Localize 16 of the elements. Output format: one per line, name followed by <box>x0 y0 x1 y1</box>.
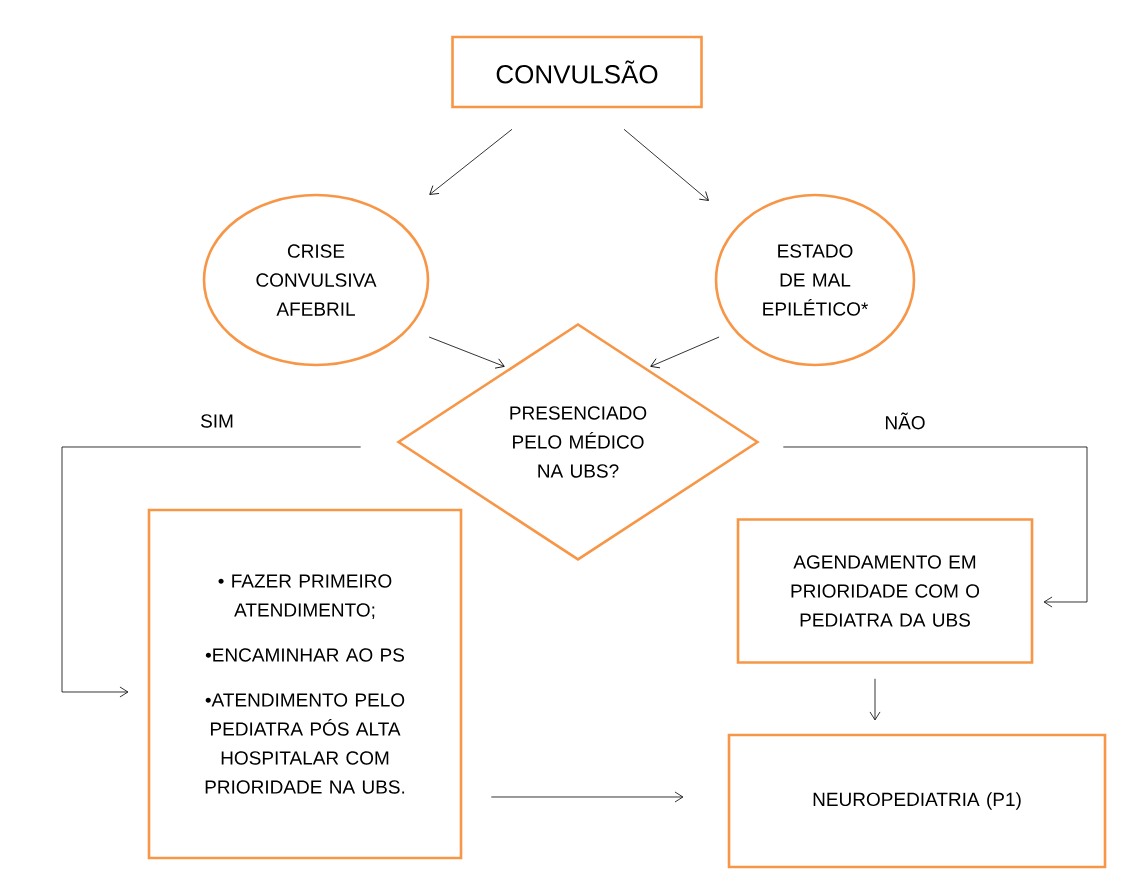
ellipse-node: CRISE CONVULSIVA AFEBRIL <box>202 193 430 367</box>
process-box: NEUROPEDIATRIA (P1) <box>727 733 1107 869</box>
process-box: AGENDAMENTO EM PRIORIDADE COM O PEDIATRA DA UBS <box>736 518 1034 664</box>
arrow <box>623 128 709 201</box>
arrow <box>429 128 513 195</box>
edge-label: SIM <box>198 412 236 430</box>
process-box: • FAZER PRIMEIRO ATENDIMENTO; •ENCAMINHAR AO PS •ATENDIMENTO PELO PEDIATRA PÓS ALTA HOSPITALAR COM PRIORIDADE NA UBS. <box>147 508 463 860</box>
edge-label: NÃO <box>882 410 928 432</box>
arrow <box>650 336 720 369</box>
arrow <box>428 336 505 369</box>
arrow <box>782 446 1088 608</box>
process-box: CONVULSÃO <box>451 35 703 109</box>
arrow <box>869 678 881 721</box>
arrow <box>490 791 684 803</box>
ellipse-node: ESTADO DE MAL EPILÉTICO* <box>714 193 916 367</box>
arrow <box>61 446 362 698</box>
